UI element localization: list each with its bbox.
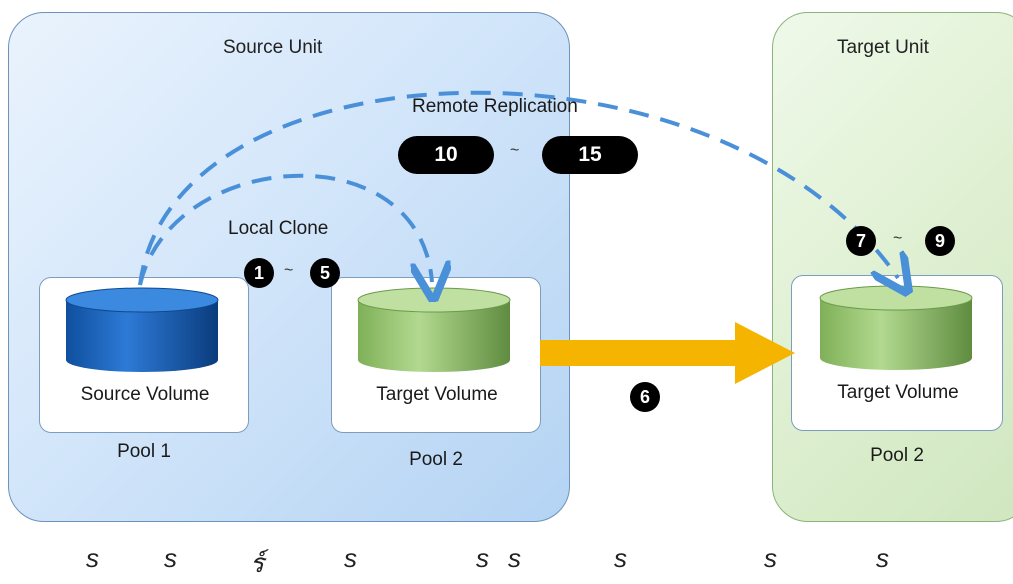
bottom-glyph: s bbox=[86, 543, 99, 573]
local-clone-label: Local Clone bbox=[228, 218, 329, 239]
pool1-box: Source Volume bbox=[39, 277, 249, 433]
target-steps-start-badge: 7 bbox=[846, 226, 876, 256]
arrows-overlay bbox=[138, 90, 1013, 384]
remote-replication-start-badge: 10 bbox=[398, 136, 494, 174]
source-unit-panel: Source Unit Source Volume Pool 1 bbox=[8, 12, 570, 522]
bottom-glyph: s bbox=[764, 543, 777, 573]
source-volume-label: Source Volume bbox=[80, 384, 210, 405]
bottom-glyph: s bbox=[876, 543, 889, 573]
pool1-label: Pool 1 bbox=[117, 441, 171, 462]
target-steps-end-badge: 9 bbox=[925, 226, 955, 256]
bottom-glyph: s bbox=[614, 543, 627, 573]
local-clone-start-badge: 1 bbox=[244, 258, 274, 288]
source-volume-cylinder-icon bbox=[65, 287, 219, 372]
bottom-glyph: s bbox=[164, 543, 177, 573]
transfer-step-badge: 6 bbox=[630, 382, 660, 412]
remote-replication-end-badge: 15 bbox=[542, 136, 638, 174]
transfer-arrow bbox=[540, 322, 795, 384]
pool2-label: Pool 2 bbox=[409, 449, 463, 470]
bottom-glyph: s bbox=[476, 543, 489, 573]
local-clone-separator: ~ bbox=[284, 262, 294, 279]
bottom-glyph: ร์ bbox=[250, 548, 264, 578]
source-unit-title: Source Unit bbox=[223, 37, 323, 58]
pool2-volume-label: Target Volume bbox=[376, 384, 498, 405]
bottom-glyph: s bbox=[344, 543, 357, 573]
target-unit-pool-label: Pool 2 bbox=[870, 445, 924, 466]
bottom-glyph: s bbox=[508, 543, 521, 573]
target-unit-volume-label: Target Volume bbox=[837, 382, 959, 403]
remote-replication-label: Remote Replication bbox=[412, 96, 578, 117]
target-steps-separator: ~ bbox=[893, 230, 903, 247]
local-clone-end-badge: 5 bbox=[310, 258, 340, 288]
remote-replication-arrow bbox=[138, 90, 898, 285]
remote-replication-separator: ~ bbox=[510, 142, 520, 159]
target-unit-title: Target Unit bbox=[837, 37, 929, 58]
local-clone-arrow bbox=[138, 173, 432, 285]
